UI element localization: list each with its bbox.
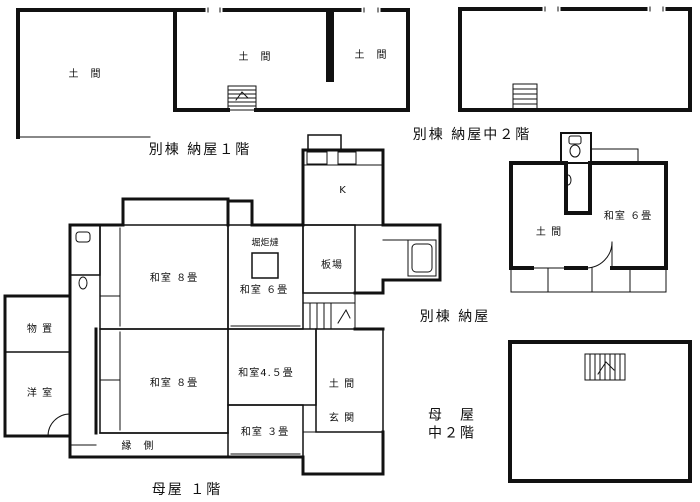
room-label-doma-left: 土 間 xyxy=(68,69,102,80)
annex-toilet-lower xyxy=(564,174,572,186)
room-label-itaba: 板場 xyxy=(321,260,343,271)
room-label-monooki: 物 置 xyxy=(26,324,54,335)
caption-annex-storehouse-1f: 別棟 納屋１階 xyxy=(148,142,252,158)
main-house-1f-walls xyxy=(3,134,442,476)
room-label-washitsu8-upper: 和室 ８畳 xyxy=(149,273,199,284)
room-label-yoshitsu: 洋 室 xyxy=(26,388,54,399)
annex-toilet xyxy=(568,135,582,158)
room-label-doma-right: 土 間 xyxy=(354,50,388,61)
caption-main-house-1f: 母屋 １階 xyxy=(151,482,223,498)
annex-storehouse-1f-walls xyxy=(16,7,410,139)
room-label-kitchen: K xyxy=(339,185,347,196)
annex-storehouse-mezz-walls xyxy=(458,6,692,112)
room-label-doma-main: 土 間 xyxy=(328,379,356,390)
main-house-mezz-walls xyxy=(508,340,692,483)
room-label-genkan: 玄 関 xyxy=(328,413,356,424)
room-label-washitsu8-lower: 和室 ８畳 xyxy=(149,378,199,389)
room-label-washitsu45: 和室4.５畳 xyxy=(238,368,294,379)
room-label-doma-center: 土 間 xyxy=(238,52,272,63)
room-label-washitsu6-main: 和室 ６畳 xyxy=(239,285,289,296)
caption-annex-storehouse: 別棟 納屋 xyxy=(419,309,491,325)
annex-storehouse-walls xyxy=(509,132,668,293)
room-label-washitsu3: 和室 ３畳 xyxy=(240,427,290,438)
room-label-annex-doma: 土 間 xyxy=(535,227,563,238)
annex-1f-stairs xyxy=(227,85,257,111)
room-label-horigotatsu: 堀炬燵 xyxy=(251,238,279,249)
room-label-engawa: 縁 側 xyxy=(121,441,155,452)
caption-annex-storehouse-mezz: 別棟 納屋中２階 xyxy=(412,127,532,143)
caption-main-house-mezz-line1: 母 屋 xyxy=(428,407,476,424)
caption-main-house-mezz: 母 屋 中２階 xyxy=(428,408,476,443)
room-label-annex-washitsu6: 和室 ６畳 xyxy=(603,211,653,222)
caption-main-house-mezz-line2: 中２階 xyxy=(428,425,476,441)
